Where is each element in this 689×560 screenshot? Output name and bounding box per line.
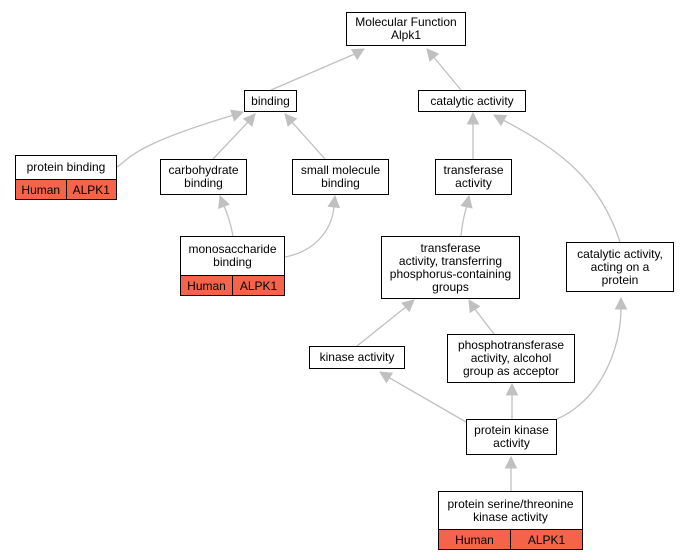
node-label-line: activity, transferring bbox=[398, 253, 503, 268]
node-label-line: protein kinase bbox=[474, 423, 549, 437]
node-label-line: protein serine/threonine bbox=[447, 496, 574, 511]
edge-line bbox=[356, 305, 408, 347]
edge-line bbox=[431, 54, 462, 91]
edge-line bbox=[212, 120, 250, 160]
node-label-line: protein bbox=[601, 272, 639, 287]
node-label: catalytic activity bbox=[419, 91, 525, 111]
node-label-line: binding bbox=[184, 176, 223, 190]
edge-line bbox=[270, 52, 358, 91]
edge-line bbox=[502, 119, 621, 243]
arrowhead bbox=[284, 113, 298, 127]
node-label-line: small molecule bbox=[300, 163, 381, 177]
node-label-line: catalytic activity, bbox=[577, 246, 663, 261]
node-label-line: protein binding bbox=[26, 160, 106, 174]
node-label-line: Alpk1 bbox=[390, 28, 421, 42]
node-label-line: group as acceptor bbox=[462, 364, 560, 378]
node-catalytic[interactable]: catalytic activity bbox=[418, 90, 526, 112]
node-binding[interactable]: binding bbox=[244, 90, 297, 112]
node-label-line: monosaccharide bbox=[188, 242, 277, 256]
node-label-line: Molecular Function bbox=[355, 15, 457, 29]
edge-line bbox=[290, 120, 326, 160]
arrowhead bbox=[401, 299, 415, 313]
node-label-line: activity, alcohol bbox=[470, 351, 552, 365]
arrowhead bbox=[460, 194, 473, 209]
edge-line bbox=[116, 114, 235, 168]
edge-line bbox=[387, 376, 467, 423]
gene-badge[interactable]: ALPK1 bbox=[65, 180, 116, 199]
node-label: binding bbox=[245, 91, 296, 111]
species-badge[interactable]: Human bbox=[439, 530, 510, 549]
node-label-line: transferase bbox=[443, 163, 504, 177]
arrowhead bbox=[466, 111, 480, 125]
node-label-line: acting on a bbox=[590, 259, 650, 274]
node-label-line: binding bbox=[321, 176, 360, 190]
arrowhead bbox=[468, 299, 481, 314]
node-label-line: kinase activity bbox=[319, 350, 395, 364]
node-label-line: phosphotransferase bbox=[457, 338, 565, 352]
node-label: kinase activity bbox=[310, 347, 404, 368]
edge-line bbox=[473, 307, 495, 335]
node-label-line: binding bbox=[251, 93, 290, 108]
node-label-line: carbohydrate bbox=[168, 163, 239, 177]
node-label-line: transferase bbox=[420, 240, 481, 255]
edge-line bbox=[556, 307, 622, 420]
node-label-line: groups bbox=[432, 279, 469, 294]
edge-line bbox=[284, 204, 335, 258]
node-label-line: phosphorus-containing bbox=[389, 266, 512, 281]
node-label-line: activity bbox=[493, 436, 530, 450]
arrowhead bbox=[426, 48, 440, 62]
edge-line bbox=[460, 204, 468, 237]
gene-badge[interactable]: ALPK1 bbox=[510, 530, 582, 549]
arrowhead bbox=[242, 113, 256, 127]
arrowhead bbox=[350, 48, 365, 61]
arrowhead bbox=[327, 194, 341, 209]
gene-badge[interactable]: ALPK1 bbox=[232, 276, 284, 295]
arrowhead bbox=[218, 194, 230, 209]
species-badge[interactable]: Human bbox=[181, 276, 232, 295]
arrowhead bbox=[230, 109, 245, 122]
arrowhead bbox=[505, 382, 519, 396]
node-label-line: binding bbox=[213, 255, 252, 269]
edge-line bbox=[222, 203, 234, 237]
arrowhead bbox=[379, 371, 394, 384]
node-label: protein binding bbox=[16, 156, 116, 179]
arrowhead bbox=[614, 296, 628, 310]
node-label-line: catalytic activity bbox=[430, 93, 514, 108]
arrowhead bbox=[493, 114, 508, 127]
node-label-line: kinase activity bbox=[473, 509, 548, 524]
species-badge[interactable]: Human bbox=[16, 180, 66, 199]
node-label-line: activity bbox=[455, 176, 492, 190]
arrowhead bbox=[504, 455, 518, 469]
node-kinase[interactable]: kinase activity bbox=[309, 346, 405, 369]
